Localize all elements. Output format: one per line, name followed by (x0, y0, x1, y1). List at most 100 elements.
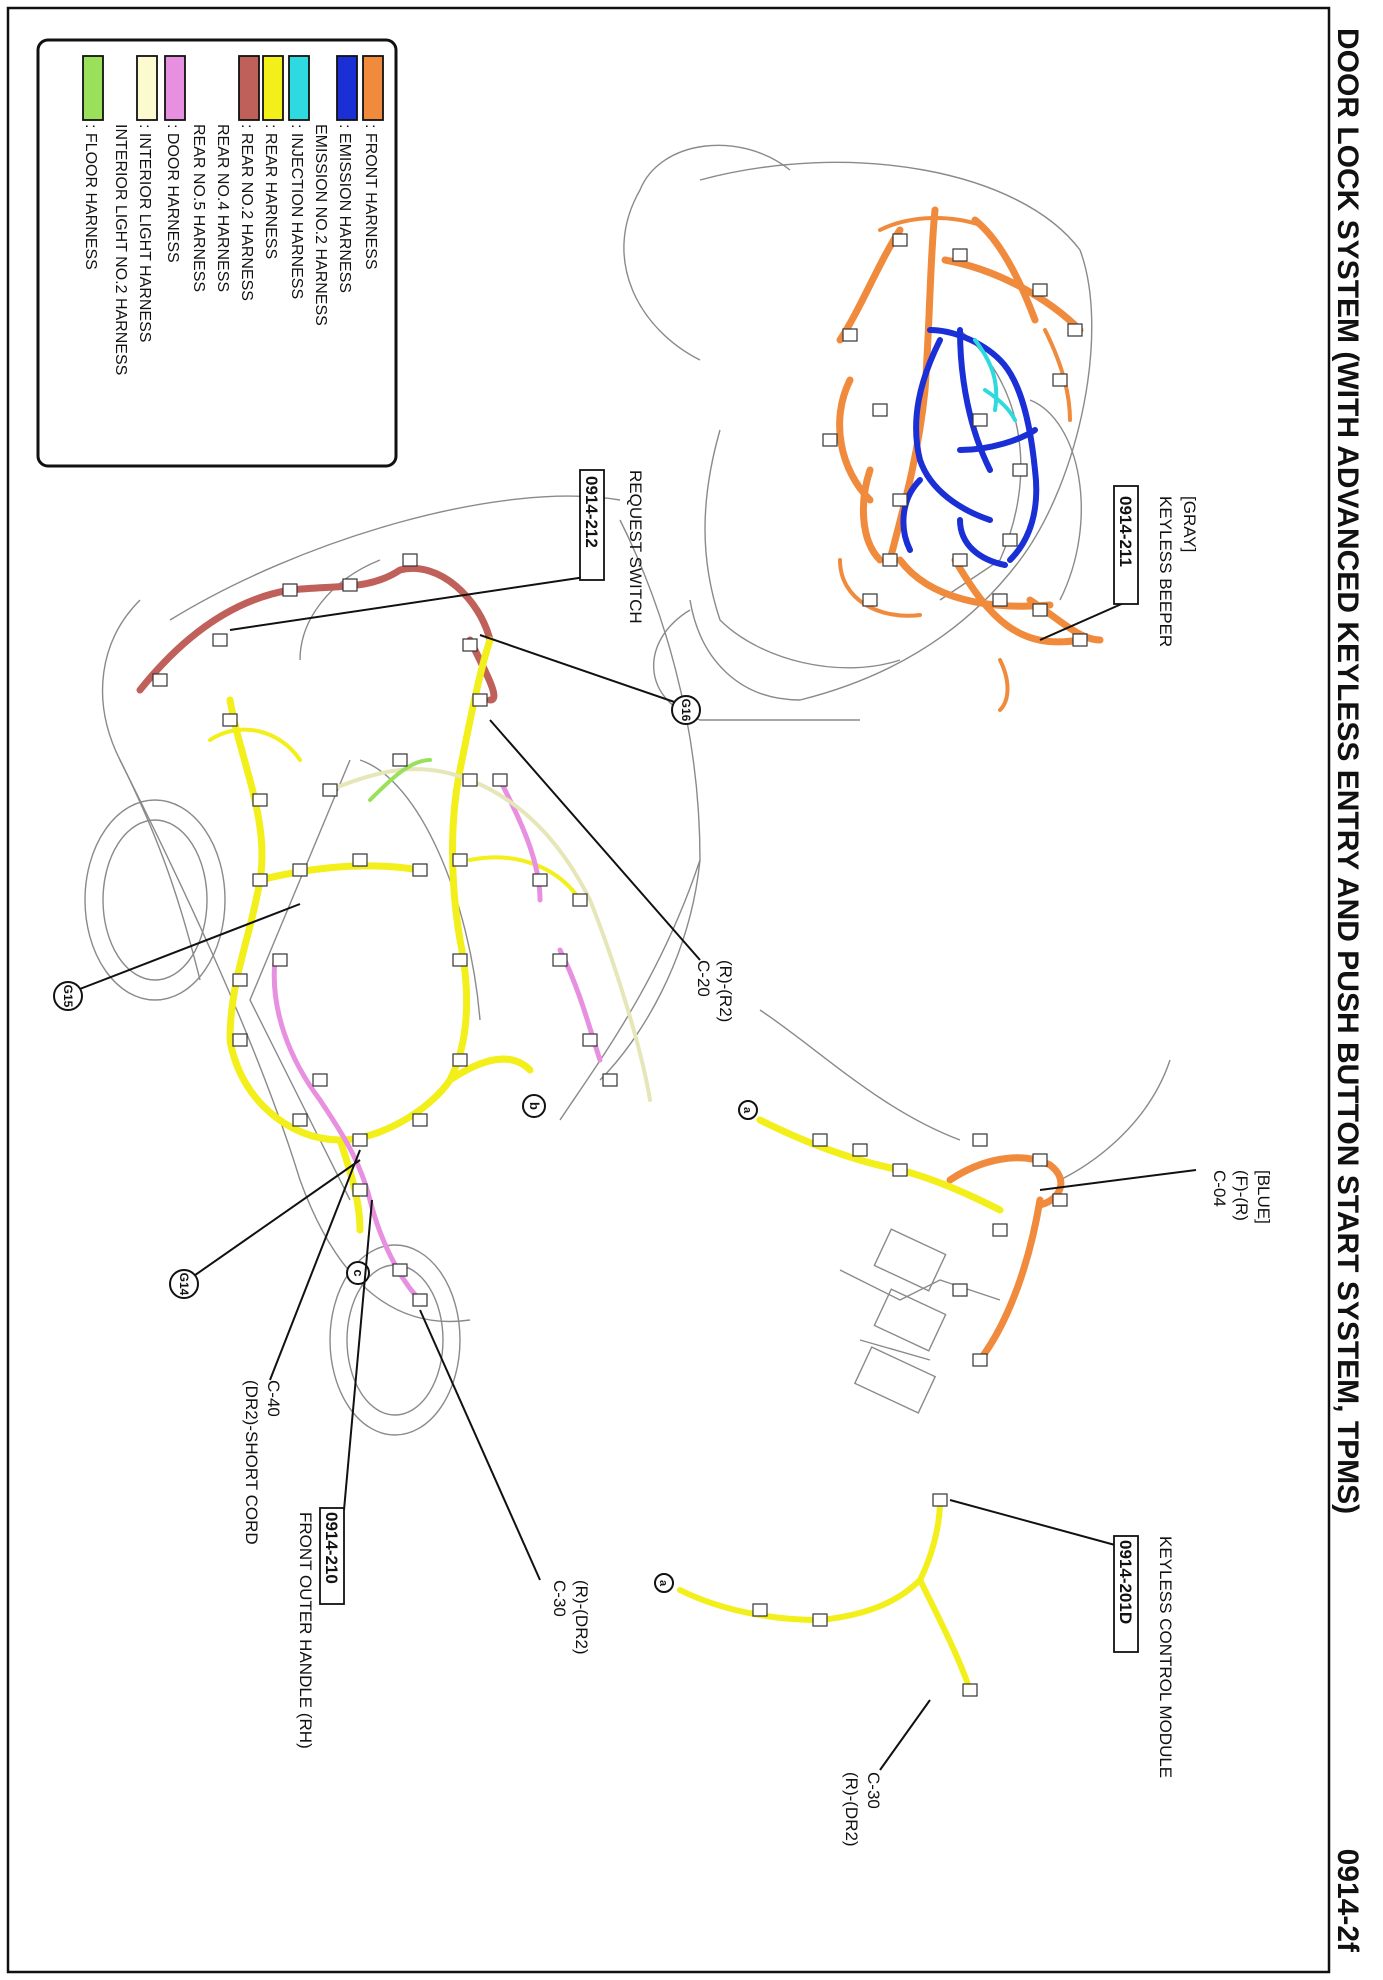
callout-c40: C-40 (DR2)-SHORT CORD (242, 1149, 361, 1545)
connector-block (952, 1283, 968, 1297)
connector-block (212, 633, 228, 647)
connector-block (322, 783, 338, 797)
g16-label: G16 (679, 699, 693, 722)
legend-label: EMISSION NO.2 HARNESS (312, 124, 329, 326)
legend-label: : FRONT HARNESS (362, 124, 379, 270)
connector-block (152, 673, 168, 687)
c04-connector: C-04 (1210, 1170, 1229, 1207)
rear-wheel (84, 799, 226, 1001)
c20-connector: C-20 (694, 960, 713, 997)
engine-bay-view (623, 144, 1104, 721)
connector-block (1012, 463, 1028, 477)
connector-block (342, 578, 358, 592)
front-handle-name: FRONT OUTER HANDLE (RH) (296, 1512, 315, 1749)
legend-label: : EMISSION HARNESS (336, 124, 353, 293)
legend-label: : INTERIOR LIGHT HARNESS (136, 124, 153, 342)
connector-block (532, 873, 548, 887)
legend-label: : REAR HARNESS (262, 124, 279, 259)
front-handle-code: 0914-210 (322, 1512, 341, 1584)
connector-block (462, 773, 478, 787)
connector-block (892, 493, 908, 507)
connector-block (972, 1353, 988, 1367)
connector-block (1067, 323, 1083, 337)
callout-keyless-beeper: [GRAY] KEYLESS BEEPER 0914-211 (1039, 485, 1199, 647)
connector-block (352, 1133, 368, 1147)
page-code: 0914-2f (1331, 1849, 1364, 1953)
connector-block (892, 1163, 908, 1177)
keyless-beeper-bracket: [GRAY] (1180, 496, 1199, 552)
legend-swatch (336, 55, 358, 121)
connector-block (222, 713, 238, 727)
connector-block (292, 863, 308, 877)
connector-block (812, 1133, 828, 1147)
c20-pair: (R)-(R2) (716, 960, 735, 1022)
connector-block (972, 1133, 988, 1147)
callout-keyless-module: KEYLESS CONTROL MODULE 0914-201D (949, 1499, 1175, 1778)
keyless-beeper-code: 0914-211 (1116, 496, 1135, 567)
legend-label: : INJECTION HARNESS (288, 124, 305, 299)
connector-block (842, 328, 858, 342)
front-wheel (329, 1244, 461, 1436)
legend-swatch (82, 55, 104, 121)
connector-block (582, 1033, 598, 1047)
connector-block (872, 403, 888, 417)
connector-block (972, 413, 988, 427)
connector-block (282, 583, 298, 597)
ground-g16: G16 (479, 634, 701, 725)
keyless-beeper-name: KEYLESS BEEPER (1156, 496, 1175, 647)
connector-block (572, 893, 588, 907)
connector-block (412, 1293, 428, 1307)
legend-swatch (288, 55, 310, 121)
c30-left-connector: C-30 (550, 1580, 569, 1617)
connector-block (852, 1143, 868, 1157)
connector-block (882, 553, 898, 567)
connector-block (1052, 1193, 1068, 1207)
legend-swatch (136, 55, 158, 121)
dashboard-view (677, 1009, 1171, 1693)
mark-c: c (346, 1261, 370, 1285)
c30-right-connector: C-30 (864, 1772, 883, 1809)
page-border (6, 6, 1331, 1974)
connector-block (892, 233, 908, 247)
g15-label: G15 (61, 985, 75, 1008)
connector-block (392, 1263, 408, 1277)
g14-label: G14 (177, 1273, 191, 1296)
connector-block (452, 853, 468, 867)
request-switch-code: 0914-212 (582, 476, 601, 548)
connector-block (812, 1613, 828, 1627)
page-title: DOOR LOCK SYSTEM (WITH ADVANCED KEYLESS … (1331, 28, 1364, 1514)
request-switch-name: REQUEST SWITCH (626, 470, 645, 624)
connector-block (1052, 373, 1068, 387)
connector-block (1072, 633, 1088, 647)
connector-block (402, 553, 418, 567)
connector-block (392, 753, 408, 767)
connector-block (1032, 603, 1048, 617)
connector-block (552, 953, 568, 967)
connector-block (252, 873, 268, 887)
ground-g14: G14 (169, 1159, 361, 1299)
connector-block (962, 1683, 978, 1697)
callout-c04: [BLUE] (F)-(R) C-04 (1039, 1169, 1273, 1224)
connector-block (952, 248, 968, 262)
connector-block (232, 973, 248, 987)
keyless-module-name: KEYLESS CONTROL MODULE (1156, 1536, 1175, 1778)
connector-block (452, 1053, 468, 1067)
connector-block (252, 793, 268, 807)
connector-block (272, 953, 288, 967)
connector-block (492, 773, 508, 787)
connector-block (862, 593, 878, 607)
c40-name: (DR2)-SHORT CORD (242, 1380, 261, 1545)
connector-block (952, 553, 968, 567)
legend-swatch (164, 55, 186, 121)
callout-request-switch: REQUEST SWITCH 0914-212 (229, 469, 645, 631)
harness-legend: : FRONT HARNESS : EMISSION HARNESS EMISSIO… (36, 38, 398, 468)
connector-block (932, 1493, 948, 1507)
legend-swatch (238, 55, 260, 121)
legend-frame (36, 38, 398, 468)
c04-pair: (F)-(R) (1232, 1170, 1251, 1221)
mark-a-dash: a (738, 1100, 758, 1120)
connector-block (412, 1113, 428, 1127)
connector-block (752, 1603, 768, 1617)
keyless-module-code: 0914-201D (1116, 1540, 1135, 1624)
